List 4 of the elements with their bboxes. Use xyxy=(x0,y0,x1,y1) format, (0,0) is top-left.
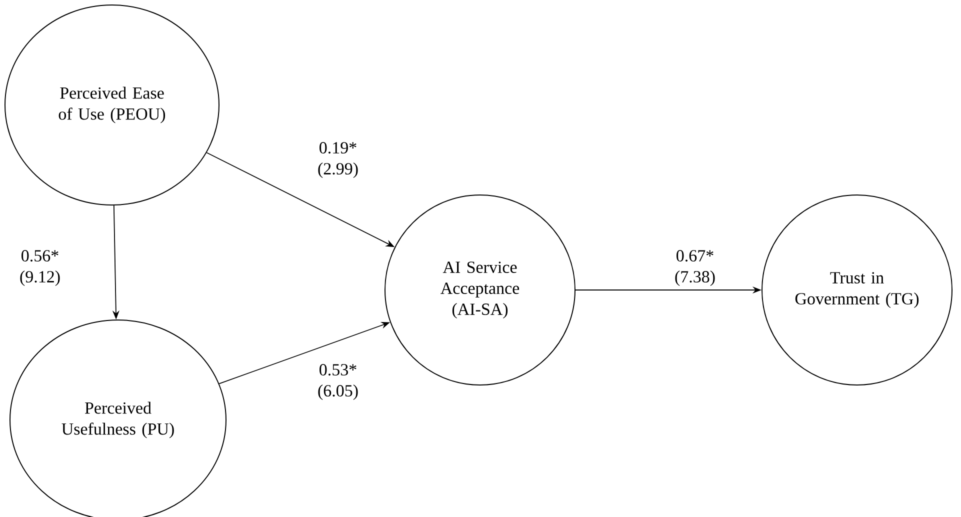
path-coefficient: 0.67* (7.38) xyxy=(668,249,722,287)
path-coefficient: 0.19* (2.99) xyxy=(311,141,365,179)
path-coefficient: 0.53* (6.05) xyxy=(311,363,365,401)
path-coefficient: 0.56* (9.12) xyxy=(13,249,67,287)
